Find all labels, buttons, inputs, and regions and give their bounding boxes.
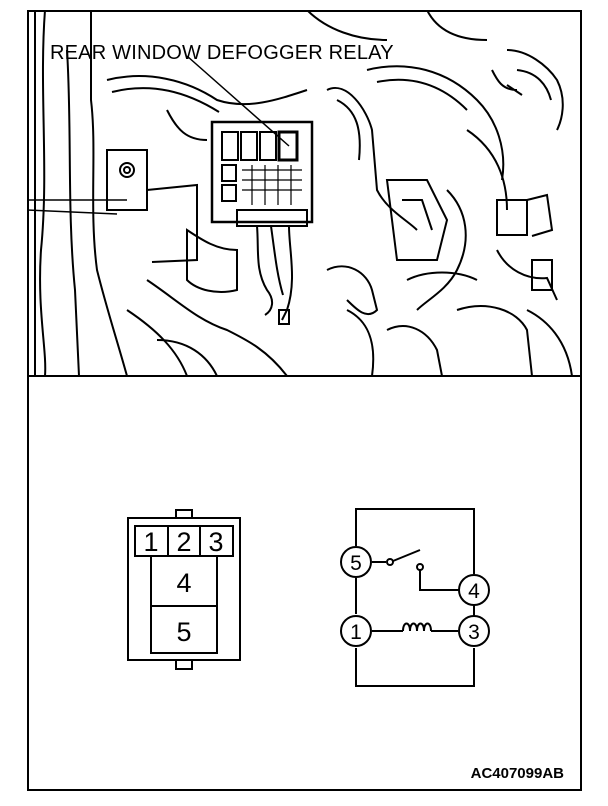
figure-id: AC407099AB	[470, 765, 564, 782]
schematic-terminal-1: 1	[350, 621, 362, 644]
schematic-terminal-4: 4	[468, 580, 480, 603]
relay-connector-face	[127, 509, 241, 670]
connector-pin-2: 2	[176, 527, 191, 557]
schematic-terminal-3: 3	[468, 621, 480, 644]
connector-pin-3: 3	[208, 527, 223, 557]
figure-frame	[27, 10, 582, 791]
schematic-terminal-5: 5	[350, 552, 362, 575]
connector-pin-5: 5	[176, 617, 191, 647]
relay-callout-label: REAR WINDOW DEFOGGER RELAY	[50, 42, 394, 64]
relay-schematic	[340, 508, 490, 687]
relay-location-illustration	[27, 10, 582, 376]
connector-pin-4: 4	[176, 568, 191, 598]
connector-pin-1: 1	[143, 527, 158, 557]
